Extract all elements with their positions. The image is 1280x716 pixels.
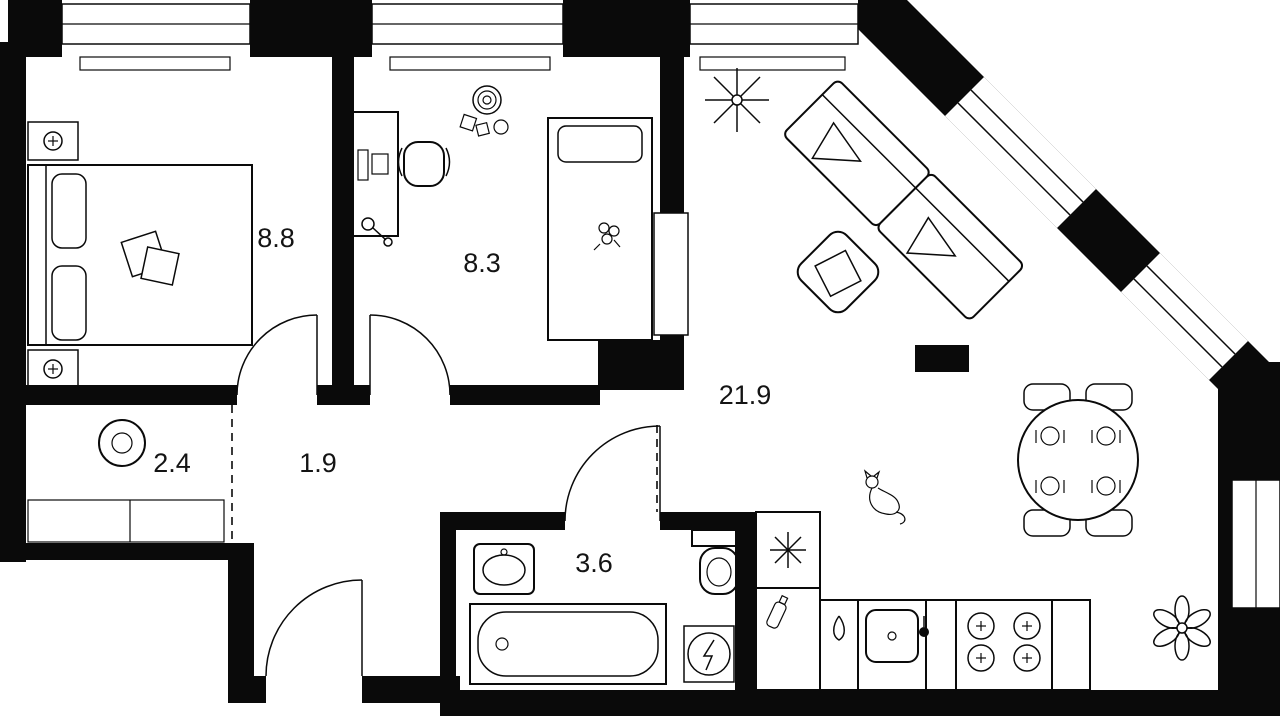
cabinet-icon [1051,599,1091,691]
room-label-study: 8.3 [463,248,501,278]
doors [231,314,661,677]
double-bed-icon [27,164,253,346]
tall-cabinet-icon [755,587,821,691]
cabinet-icon [925,599,957,691]
window-study [371,3,564,45]
desk-icon [349,111,399,237]
clothes-icon [120,230,180,286]
bedroom-furniture [27,121,253,389]
wall-decor-icon [459,85,509,137]
bathroom-furniture [469,529,745,685]
living-furniture [705,68,1211,661]
nightstand-lamp-icon [27,349,79,389]
kitchen-sink-icon [857,599,929,691]
storage-furniture [27,419,225,543]
window-living [689,3,859,45]
stove-icon [955,599,1053,691]
kitchen-units [755,511,1091,691]
window-diagonal-1 [945,77,1096,228]
storage-counter [27,499,225,543]
sofa-icon [784,80,1024,320]
wardrobe-icon [653,212,689,336]
entrance-door-arc [265,579,363,677]
desk-lamp-icon [361,217,393,247]
desk-chair-icon [397,141,451,187]
radiator-icon [389,56,551,71]
faucet-icon [919,627,929,637]
washing-machine-icon [98,419,146,467]
armchair-icon [796,230,880,314]
room-label-bathroom: 3.6 [575,548,613,578]
room-label-hallway: 1.9 [299,448,337,478]
cabinet-icon [819,599,859,691]
windows [61,3,1280,609]
study-door-arc [369,314,451,396]
fridge-icon [755,511,821,589]
window-right [1231,479,1280,609]
room-label-bedroom: 8.8 [257,223,295,253]
window-bedroom [61,3,251,45]
place-setting-icon [1091,426,1121,446]
corner-flowers-icon [1153,595,1211,661]
bedroom-door-arc [236,314,318,396]
radiator-icon [699,56,846,71]
single-bed-icon [547,117,653,341]
toilet-icon [691,529,745,595]
study-furniture [349,85,689,341]
tv-shaft-block [915,345,969,372]
flower-icon [593,222,621,251]
place-setting-icon [1035,426,1065,446]
dining-table-icon [1017,383,1139,537]
radiator-icon [79,56,231,71]
bathtub-icon [469,603,667,685]
cat-icon [863,469,906,525]
room-label-storage: 2.4 [153,448,191,478]
water-heater-icon [683,625,735,683]
bottle-icon [766,594,789,629]
room-labels: 8.8 8.3 21.9 2.4 1.9 3.6 [153,223,771,578]
bathroom-sink-icon [473,543,535,595]
water-drop-icon [833,615,845,641]
bathroom-door-arc [564,425,661,522]
window-diagonal-2 [1121,253,1248,380]
potted-plant-icon [705,68,769,132]
nightstand-lamp-icon [27,121,79,161]
room-label-living: 21.9 [719,380,772,410]
place-setting-icon [1091,476,1121,496]
place-setting-icon [1035,476,1065,496]
